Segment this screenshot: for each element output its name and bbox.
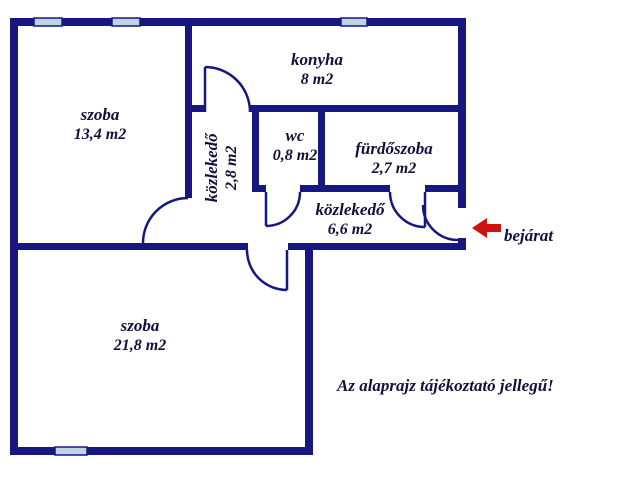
wall-left: [10, 18, 18, 455]
door-arc-furdoszoba: [388, 191, 426, 229]
wall-mid-right: [288, 243, 466, 250]
door-arc-szoba-top: [141, 196, 189, 244]
wall-mid-left: [10, 243, 248, 250]
room-area: 0,8 m2: [272, 147, 318, 165]
wall-wc-bottom-left: [252, 185, 266, 192]
window: [33, 17, 63, 27]
room-area: 2,7 m2: [371, 160, 417, 178]
room-label-szoba-bottom: szoba 21,8 m2: [75, 316, 205, 356]
door-arc-wc: [265, 191, 302, 228]
entrance-label-text: bejárat: [504, 226, 554, 245]
wall-furdoszoba-bottom: [325, 185, 390, 192]
wall-szoba-corridor: [185, 26, 192, 198]
windows: [33, 17, 368, 456]
room-area: 13,4 m2: [73, 126, 127, 144]
room-label-szoba-top: szoba 13,4 m2: [40, 105, 160, 145]
wall-bottom: [10, 447, 313, 455]
window: [340, 17, 368, 27]
wall-right-lower: [305, 243, 313, 455]
room-area: 21,8 m2: [113, 337, 167, 355]
entrance-label: bejárat: [504, 226, 553, 246]
room-area: 2,8 m2: [223, 145, 241, 191]
room-name: konyha: [291, 50, 343, 69]
wall-wc-left: [252, 112, 259, 188]
room-name: szoba: [80, 105, 120, 124]
room-name: wc: [285, 126, 305, 145]
wall-konyha-stub: [192, 105, 206, 112]
room-label-furdoszoba: fürdőszoba 2,7 m2: [330, 139, 458, 179]
room-area: 6,6 m2: [327, 221, 373, 239]
door-arc-szoba-bottom: [245, 249, 288, 292]
window: [54, 446, 88, 456]
room-name: szoba: [120, 316, 160, 335]
wall-wc-furdoszoba: [318, 112, 325, 188]
room-label-kozlekedo-small: közlekedő 2,8 m2: [202, 103, 242, 233]
wall-top: [10, 18, 466, 26]
door-arc-entrance: [421, 204, 459, 242]
entrance-arrow-icon: [472, 218, 501, 238]
room-label-wc: wc 0,8 m2: [250, 126, 340, 166]
room-name: fürdőszoba: [355, 139, 433, 158]
wall-right-upper: [458, 18, 466, 208]
wall-konyha-bottom: [250, 105, 458, 112]
room-area: 8 m2: [300, 71, 334, 89]
door-arc-konyha: [204, 65, 252, 113]
room-label-kozlekedo-large: közlekedő 6,6 m2: [290, 200, 410, 240]
room-name: közlekedő: [315, 200, 385, 219]
interior-walls: [10, 26, 466, 250]
disclaimer-text: Az alaprajz tájékoztató jellegű!: [337, 376, 554, 395]
room-label-konyha: konyha 8 m2: [257, 50, 377, 90]
room-name: közlekedő: [202, 133, 222, 203]
window: [111, 17, 141, 27]
doors: [141, 65, 459, 292]
wall-wc-bottom-right: [300, 185, 325, 192]
wall-furdoszoba-bottom-stub: [425, 185, 458, 192]
